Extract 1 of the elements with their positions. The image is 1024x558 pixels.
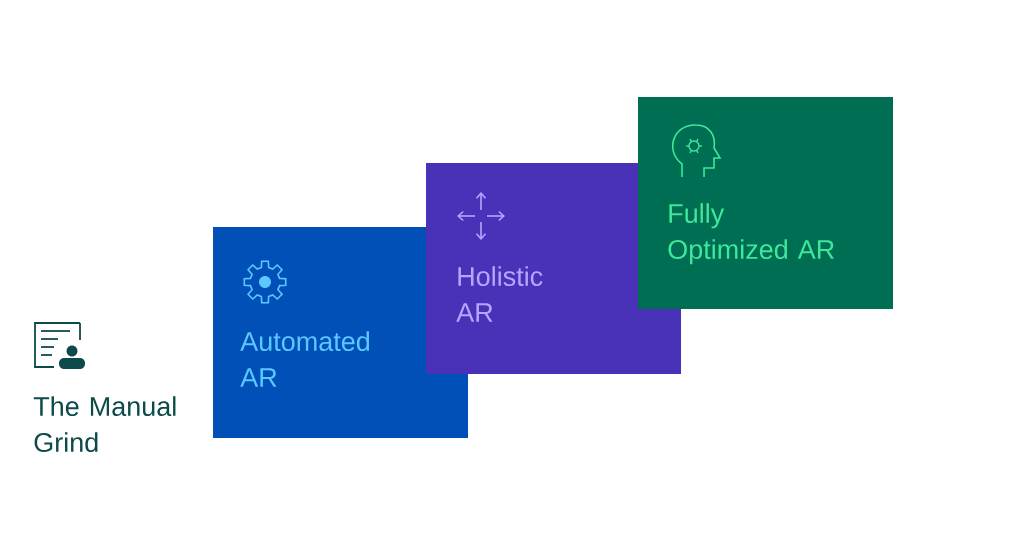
card: Fully Optimized AR [638, 97, 893, 309]
